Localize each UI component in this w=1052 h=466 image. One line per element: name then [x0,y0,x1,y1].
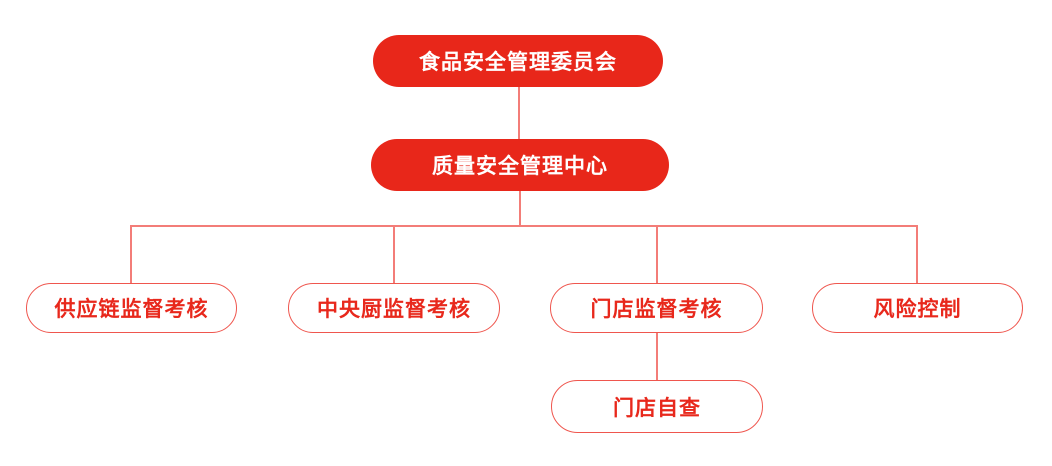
node-center-label: 质量安全管理中心 [432,155,608,178]
node-supply-chain: 供应链监督考核 [26,283,237,333]
node-risk-control-label: 风险控制 [873,298,962,321]
node-risk-control: 风险控制 [812,283,1023,333]
connector-bus-to-supply-chain [130,226,132,284]
connector-committee-to-center [518,87,520,139]
node-store-supervision-label: 门店监督考核 [590,298,723,321]
node-center: 质量安全管理中心 [371,139,669,191]
connector-bus [130,225,918,227]
node-central-kitchen: 中央厨监督考核 [288,283,500,333]
node-store-self-check: 门店自查 [551,380,763,433]
connector-center-to-bus [519,190,521,226]
connector-bus-to-central-kitchen [393,226,395,284]
node-store-self-check-label: 门店自查 [613,396,701,420]
node-supply-chain-label: 供应链监督考核 [54,298,209,321]
connector-store-to-self-check [656,332,658,381]
node-committee: 食品安全管理委员会 [373,35,663,87]
connector-bus-to-risk-control [916,226,918,284]
node-central-kitchen-label: 中央厨监督考核 [317,298,471,321]
node-committee-label: 食品安全管理委员会 [419,51,617,74]
connector-bus-to-store-supervision [656,226,658,284]
node-store-supervision: 门店监督考核 [550,283,763,333]
